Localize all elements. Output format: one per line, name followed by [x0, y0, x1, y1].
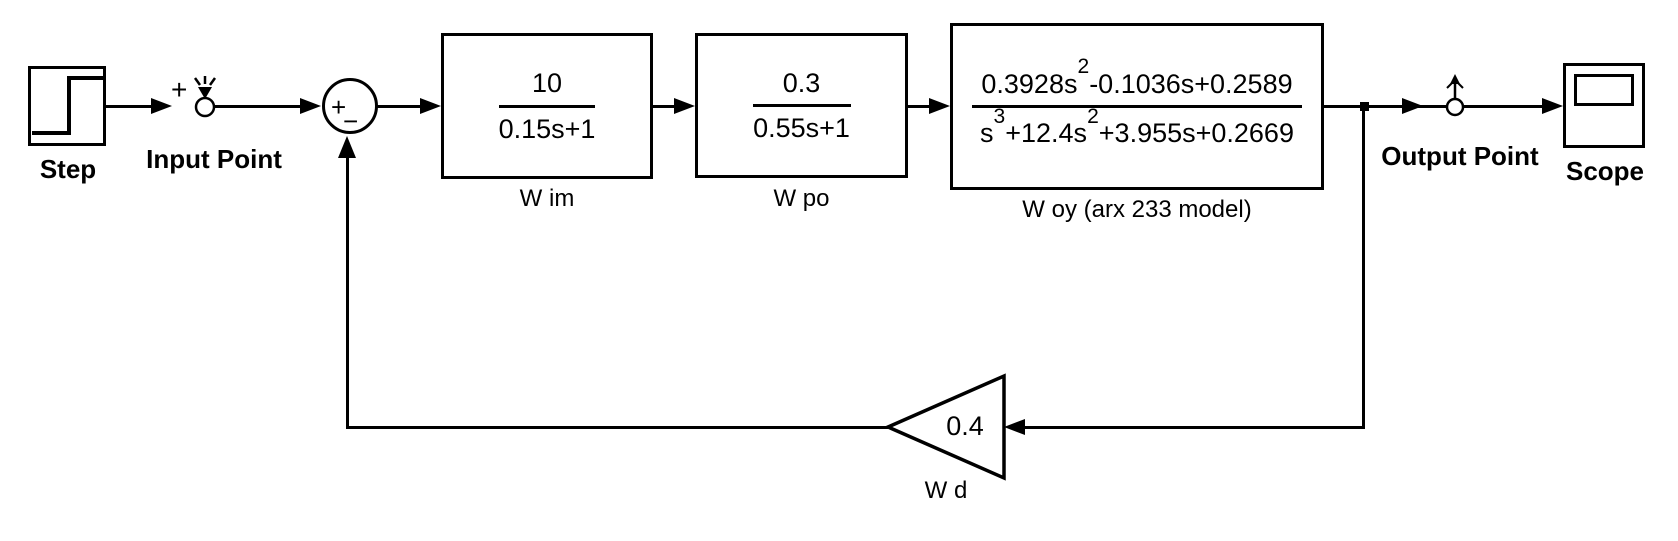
wpo-numerator: 0.3 — [782, 67, 821, 98]
arrowhead-sum-input — [300, 98, 321, 114]
wim-denominator: 0.15s+1 — [498, 113, 596, 144]
input-point-label: Input Point — [146, 144, 282, 174]
wire-feedback-down[interactable] — [1362, 106, 1365, 429]
input-point-plus-sign: + — [171, 74, 188, 105]
wire-woy-to-output-point[interactable] — [1324, 105, 1446, 108]
wim-numerator: 10 — [531, 68, 563, 99]
woy-transfer-fcn-block[interactable]: 0.3928s2-0.1036s+0.2589 s3+12.4s2+3.955s… — [950, 23, 1324, 190]
wim-label: W im — [519, 185, 575, 212]
wd-gain-block[interactable] — [884, 372, 1008, 482]
output-point-marker-icon[interactable] — [1440, 74, 1470, 118]
wire-input-point-to-sum[interactable] — [214, 105, 302, 108]
step-icon — [32, 76, 103, 135]
wire-wpo-to-woy[interactable] — [908, 105, 931, 108]
wd-label: W d — [924, 477, 968, 504]
woy-fraction: 0.3928s2-0.1036s+0.2589 s3+12.4s2+3.955s… — [972, 55, 1302, 148]
wire-sum-to-wim[interactable] — [376, 105, 422, 108]
sum-minus-sign: − — [343, 106, 359, 136]
wire-gain-to-sum-horizontal[interactable] — [346, 426, 888, 429]
scope-screen-icon — [1574, 74, 1634, 106]
wire-feedback-to-gain[interactable] — [1022, 426, 1364, 429]
arrowhead-wpo-input — [674, 98, 695, 114]
wim-fraction: 10 0.15s+1 — [499, 68, 596, 143]
arrowhead-woy-input — [929, 98, 950, 114]
arrowhead-sum-feedback-input — [338, 136, 356, 158]
wire-wim-to-wpo[interactable] — [653, 105, 676, 108]
wire-gain-to-sum-vertical[interactable] — [346, 158, 349, 429]
woy-numerator: 0.3928s2-0.1036s+0.2589 — [981, 55, 1293, 99]
input-point-marker-icon[interactable] — [188, 76, 224, 120]
wpo-denominator: 0.55s+1 — [753, 113, 850, 143]
wpo-fraction-bar — [752, 104, 851, 107]
wpo-fraction: 0.3 0.55s+1 — [752, 67, 851, 143]
arrowhead-scope-input — [1542, 98, 1563, 114]
step-block[interactable] — [28, 66, 106, 146]
sum-plus-sign: + — [331, 92, 347, 122]
sum-block[interactable]: + − — [322, 78, 378, 134]
arrowhead-output-point — [1402, 98, 1423, 114]
wim-transfer-fcn-block[interactable]: 10 0.15s+1 — [441, 33, 653, 179]
arrowhead-step-output — [151, 98, 172, 114]
arrowhead-gain-input — [1004, 419, 1025, 435]
wd-gain-value: 0.4 — [946, 411, 984, 441]
woy-denominator: s3+12.4s2+3.955s+0.2669 — [980, 104, 1294, 148]
output-point-label: Output Point — [1381, 141, 1539, 171]
arrowhead-wim-input — [420, 98, 441, 114]
wpo-transfer-fcn-block[interactable]: 0.3 0.55s+1 — [695, 33, 908, 178]
step-label: Step — [39, 154, 97, 184]
wire-output-point-to-scope[interactable] — [1463, 105, 1544, 108]
woy-fraction-bar — [972, 105, 1302, 108]
wire-step-to-input-point[interactable] — [106, 105, 152, 108]
woy-label: W oy (arx 233 model) — [1022, 196, 1252, 223]
scope-block[interactable] — [1563, 63, 1645, 148]
wpo-label: W po — [773, 185, 830, 212]
wim-fraction-bar — [499, 104, 595, 108]
scope-label: Scope — [1565, 156, 1645, 186]
